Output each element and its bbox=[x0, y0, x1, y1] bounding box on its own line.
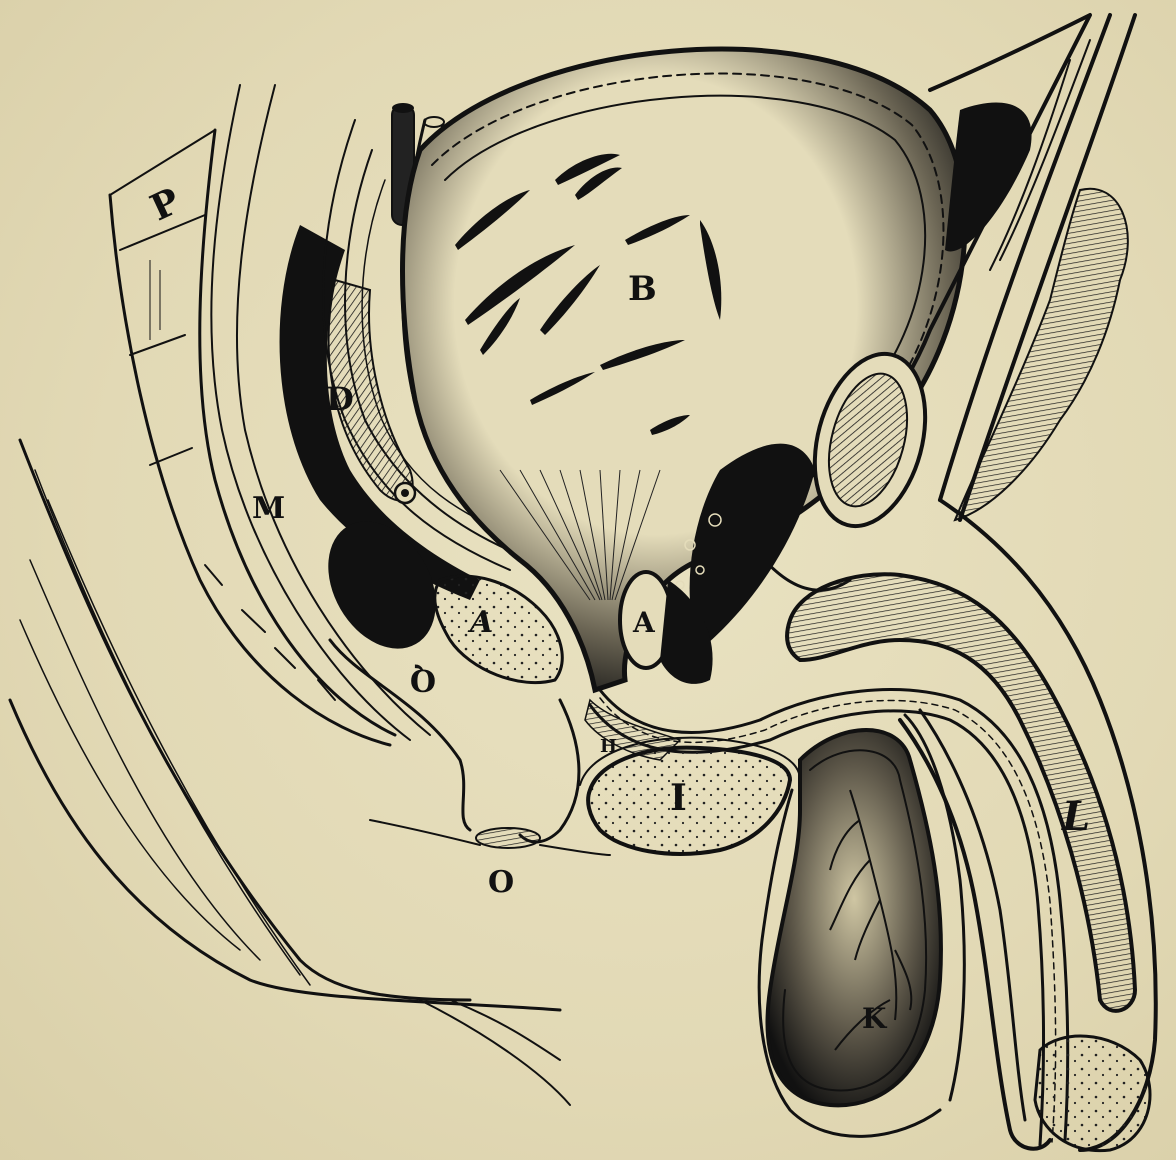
label-O: O bbox=[488, 865, 514, 900]
label-M: M bbox=[252, 491, 285, 526]
label-H: H bbox=[600, 736, 617, 757]
label-D: D bbox=[326, 380, 354, 418]
label-L: L bbox=[1061, 793, 1090, 840]
label-A-right: A bbox=[632, 606, 656, 639]
label-P: P bbox=[144, 180, 186, 230]
label-I: I bbox=[670, 777, 687, 819]
label-B: B bbox=[628, 269, 657, 309]
label-Q: Q bbox=[410, 662, 436, 697]
label-K: K bbox=[862, 1002, 888, 1035]
label-A-left: A bbox=[467, 605, 493, 640]
